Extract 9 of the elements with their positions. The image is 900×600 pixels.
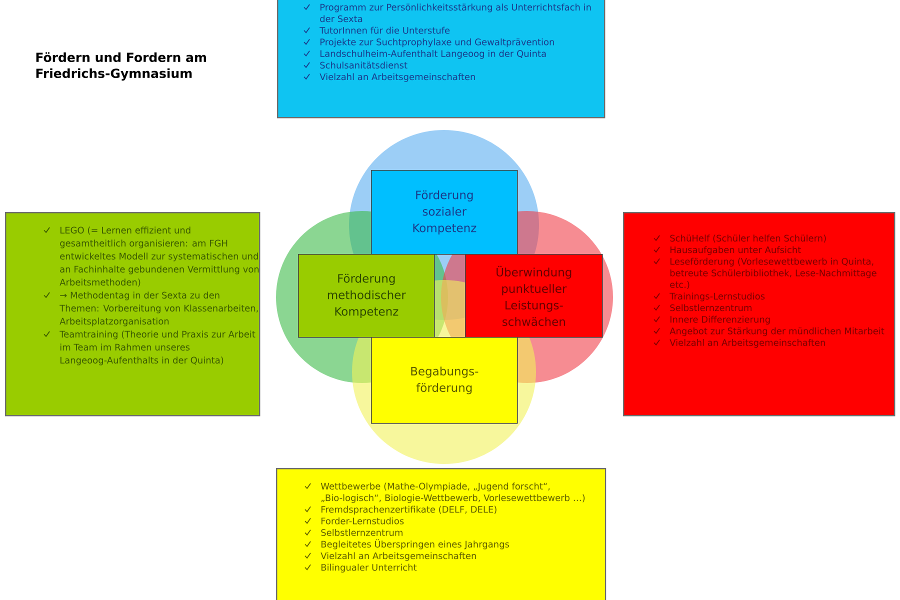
list-box: Wettbewerbe (Mathe-Olympiade, „Jugend forscht“, „Bio-logisch“, Biologie-Wettbewerb, Vorlesewettbewerb …) Fremdsprachenzertifikate (DELF, DELE) Forder-Lernstudios Selbstlernzentrum Begleitetes Überspringen eines Jahrgangs Vielzahl an Arbeitsgemeinschaften Bilingualer Unterricht (276, 468, 606, 600)
list-box: LEGO (= Lernen effizient und gesamtheitlich organisieren: am FGH entwickeltes Modell zur systematischen und an Fachinhalte gebundenen Vermittlung von Arbeitsmethoden) → Methodentag in der Sexta zu den Themen: Vorbereitung von Klassenarbeiten, Arbeitsplatzorganisation Teamtraining (Theorie und Praxis zur Arbeit im Team im Rahmen unseres Langeoog-Aufenthalts in der Quinta) (5, 212, 260, 416)
title: Fördern und Fordern am Friedrichs-Gymnasium (36, 52, 206, 81)
category-box: Überwindung punktueller Leistungs-schwächen (465, 254, 603, 338)
category-box: Begabungs-förderung (371, 337, 518, 424)
category-box: Förderung sozialer Kompetenz (371, 170, 518, 255)
list-box: SchüHelf (Schüler helfen Schülern) Hausaufgaben unter Aufsicht Leseförderung (Vorlesewettbewerb in Quinta, betreute Schülerbibliothek, Lese-Nachmittage etc.) Trainings-Lernstudios Selbstlernzentrum Innere Differenzierung Angebot zur Stärkung der mündlichen Mitarbeit Vielzahl an Arbeitsgemeinschaften (623, 212, 896, 416)
category-box: Förderung methodischer Kompetenz (298, 254, 435, 338)
list-box: Programm zur Persönlichkeitsstärkung als Unterrichtsfach in der Sexta TutorInnen für die Unterstufe Projekte zur Suchtprophylaxe und Gewaltprävention Landschulheim-Aufenthalt Langeoog in der Quinta Schulsanitätsdienst Vielzahl an Arbeitsgemeinschaften (277, 0, 606, 118)
